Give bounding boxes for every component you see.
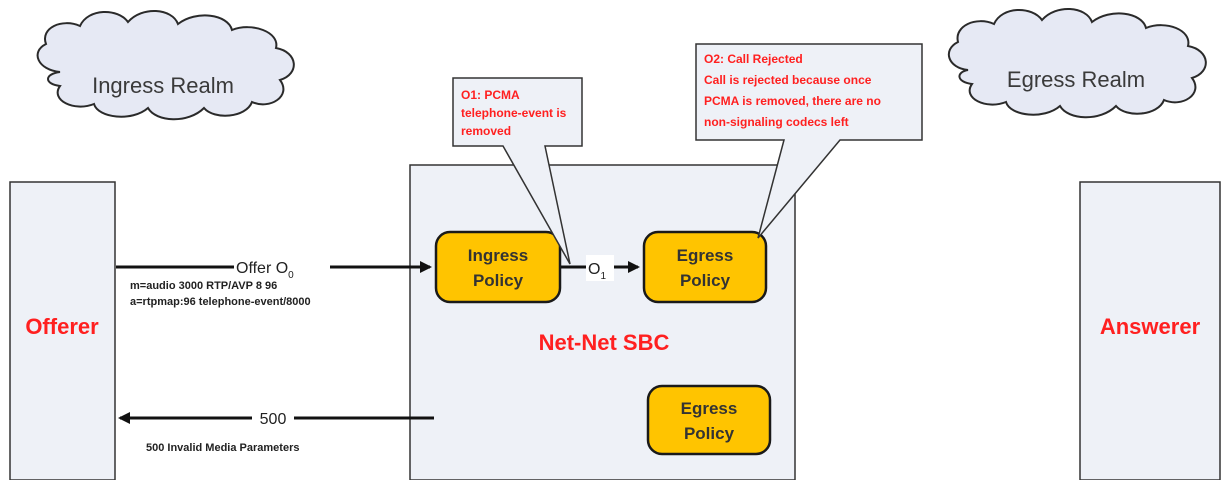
reject-detail: 500 Invalid Media Parameters [146,442,299,454]
ingress-policy-box: Ingress Policy [434,230,562,304]
callout-o1-line-3: removed [461,124,511,138]
offer-detail-line-1: m=audio 3000 RTP/AVP 8 96 [130,280,277,292]
egress-policy-top-line-2: Policy [680,271,731,290]
egress-realm-cloud: Egress Realm [947,7,1207,119]
offerer-box: Offerer [9,181,116,480]
callout-o1-line-1: O1: PCMA [461,88,520,102]
ingress-realm-cloud: Ingress Realm [36,9,295,121]
callout-o2-line-3: PCMA is removed, there are no [704,94,881,108]
egress-policy-top-line-1: Egress [677,246,734,265]
offer-detail-line-2: a=rtpmap:96 telephone-event/8000 [130,296,311,308]
answerer-label: Answerer [1100,314,1201,339]
callout-o2-line-1: O2: Call Rejected [704,52,803,66]
egress-policy-bottom-line-1: Egress [681,399,738,418]
o1-label: O1 [588,261,606,282]
ingress-policy-line-2: Policy [473,271,524,290]
o1-arrow: O1 [561,255,640,282]
callout-o1: O1: PCMA telephone-event is removed [452,77,583,265]
offer-label: Offer O0 [236,260,294,281]
offer-arrow: Offer O0 m=audio 3000 RTP/AVP 8 96 a=rtp… [116,255,432,308]
egress-policy-box-top: Egress Policy [642,230,768,304]
callout-o2-line-2: Call is rejected because once [704,73,872,87]
reject-arrow: 500 500 Invalid Media Parameters [118,406,434,454]
egress-realm-label: Egress Realm [1007,67,1145,92]
sbc-label: Net-Net SBC [539,330,670,355]
answerer-box: Answerer [1079,181,1221,480]
egress-policy-bottom-line-2: Policy [684,424,735,443]
callout-o2-line-4: non-signaling codecs left [704,115,849,129]
reject-label: 500 [260,411,287,428]
ingress-policy-line-1: Ingress [468,246,528,265]
offerer-label: Offerer [25,314,99,339]
callout-o1-line-2: telephone-event is [461,106,567,120]
callout-o2: O2: Call Rejected Call is rejected becau… [695,43,923,239]
egress-policy-box-bottom: Egress Policy [646,384,772,456]
ingress-realm-label: Ingress Realm [92,73,234,98]
